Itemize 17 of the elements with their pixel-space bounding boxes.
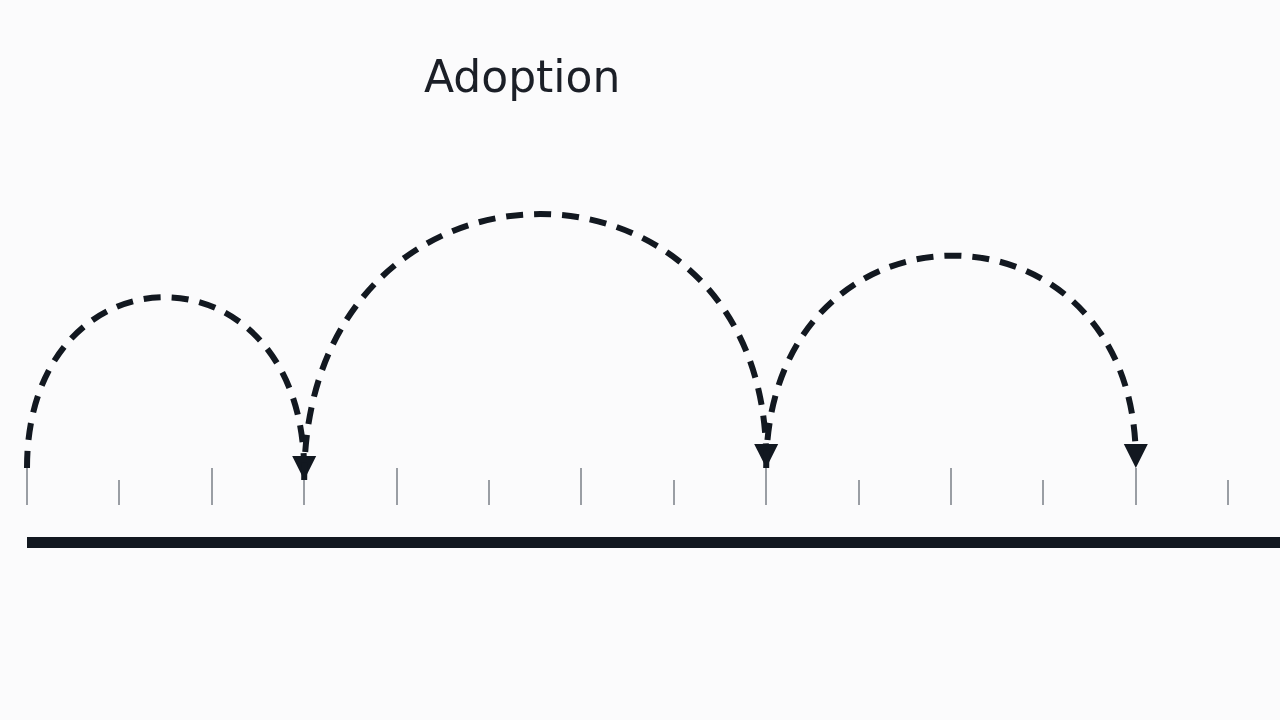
tick-mark — [210, 468, 213, 505]
tick-mark — [1042, 480, 1045, 505]
tick-mark — [1227, 480, 1230, 505]
dashed-arrow — [301, 211, 777, 481]
tick-mark — [118, 480, 121, 505]
tick-mark — [857, 480, 860, 505]
tick-mark — [950, 468, 952, 505]
tick-mark — [303, 480, 306, 505]
tick-mark — [1134, 468, 1137, 505]
tick-mark — [395, 468, 398, 505]
diagram-title: Adoption — [424, 52, 621, 103]
tick-mark — [765, 468, 768, 505]
tick-mark — [672, 480, 675, 505]
tick-mark — [580, 468, 583, 505]
dashed-arrow — [763, 252, 1146, 469]
tick-mark — [26, 468, 28, 505]
tick-mark — [488, 480, 490, 505]
